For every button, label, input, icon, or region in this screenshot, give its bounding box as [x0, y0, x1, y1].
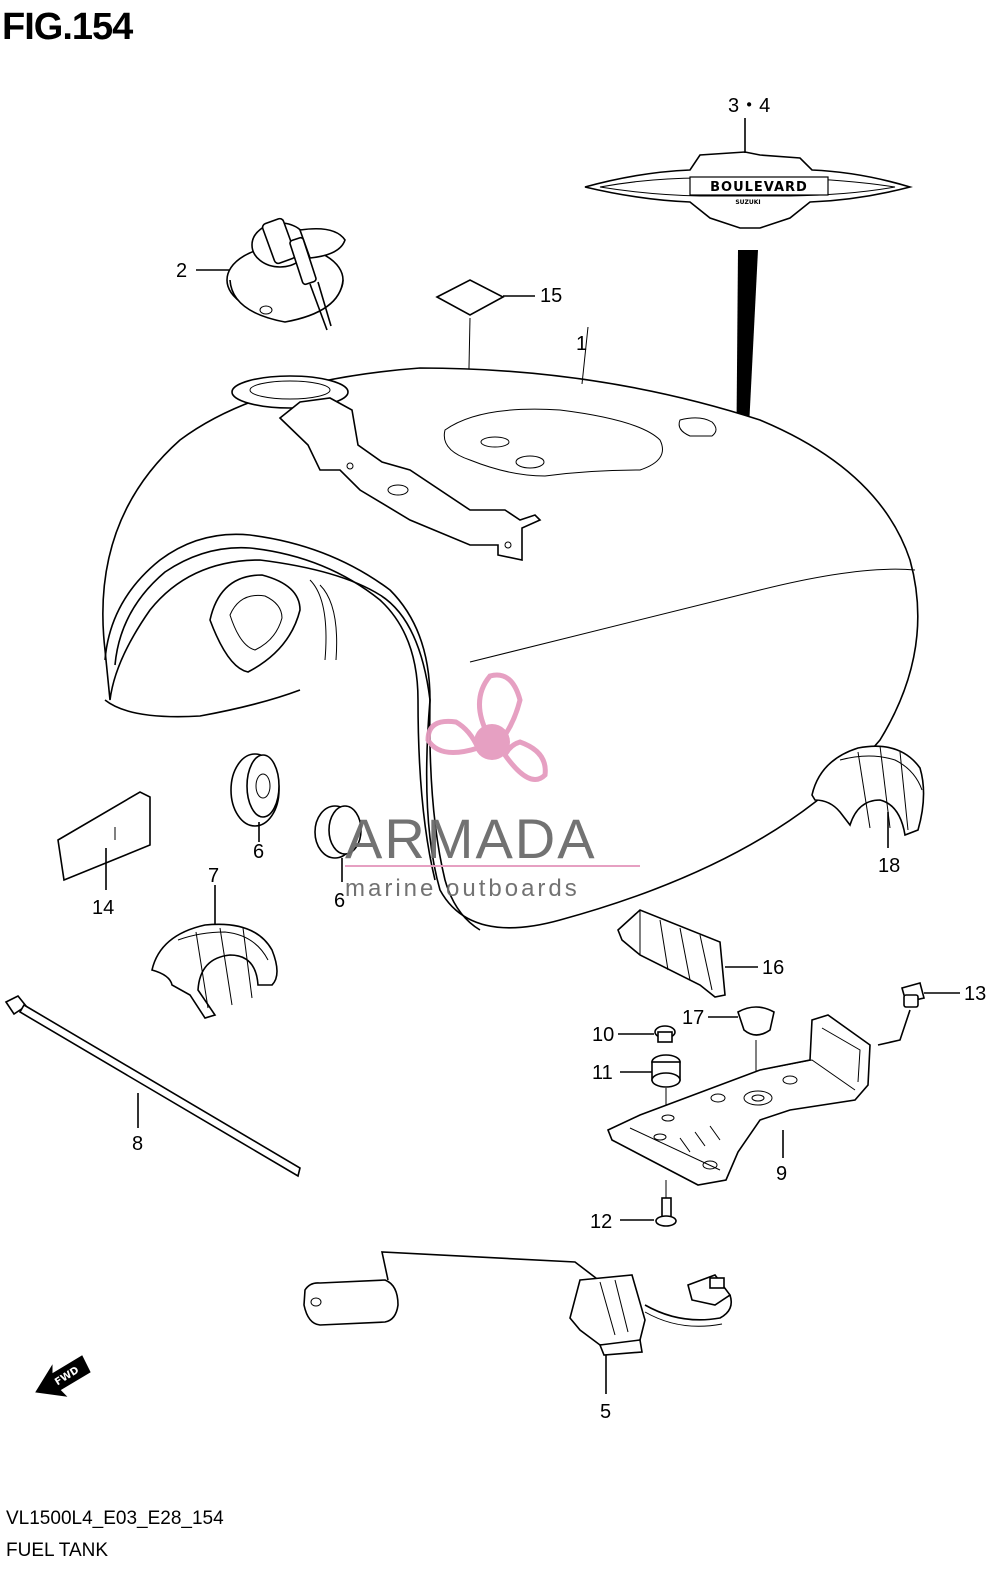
cushion-17 — [708, 1006, 775, 1092]
figure-name: FUEL TANK — [6, 1540, 109, 1561]
propeller-logo — [425, 672, 548, 782]
cushion-6-ring — [230, 753, 280, 842]
callout-7: 7 — [208, 865, 219, 887]
callout-17: 17 — [682, 1007, 704, 1029]
callout-2: 2 — [176, 260, 187, 282]
forward-direction-arrow: FWD — [35, 1355, 91, 1397]
bracket-9 — [606, 1014, 871, 1186]
watermark-tagline: marine outboards — [345, 875, 580, 902]
cushion-6-plug — [314, 805, 362, 882]
watermark-brand: ARMADA — [345, 807, 597, 870]
rubber-block-16 — [617, 909, 758, 998]
callout-15: 15 — [540, 285, 562, 307]
callout-14: 14 — [92, 897, 114, 919]
cable-tie-8 — [4, 994, 301, 1178]
callout-3-4: 3・4 — [728, 95, 770, 117]
emblem-badge: BOULEVARD SUZUKI — [584, 118, 913, 229]
callout-10: 10 — [592, 1024, 614, 1046]
grommet-11 — [620, 1054, 681, 1118]
fuel-cap — [196, 217, 346, 331]
callout-9: 9 — [776, 1163, 787, 1185]
bolt-12 — [620, 1180, 677, 1227]
callout-1: 1 — [576, 333, 587, 355]
fuel-tank — [102, 326, 919, 931]
cushion-7 — [151, 885, 278, 1019]
washer-10 — [618, 1025, 676, 1043]
fuel-level-sensor-5 — [303, 1251, 733, 1394]
cushion-18 — [811, 745, 925, 848]
label-plate-14 — [57, 791, 151, 890]
figure-code: VL1500L4_E03_E28_154 — [6, 1508, 224, 1529]
callout-16: 16 — [762, 957, 784, 979]
watermark: ARMADA marine outboards — [345, 672, 640, 902]
callout-13: 13 — [964, 983, 986, 1005]
emblem-subtext: SUZUKI — [735, 199, 760, 206]
callout-11: 11 — [592, 1062, 613, 1084]
figure-title: FIG.154 — [2, 6, 133, 48]
callout-6a: 6 — [253, 841, 264, 863]
callout-12: 12 — [590, 1211, 612, 1233]
callout-6b: 6 — [334, 890, 345, 912]
bolt-13 — [877, 982, 960, 1046]
callout-18: 18 — [878, 855, 900, 877]
emblem-text: BOULEVARD — [710, 180, 808, 195]
callout-5: 5 — [600, 1401, 611, 1423]
callout-8: 8 — [132, 1133, 143, 1155]
